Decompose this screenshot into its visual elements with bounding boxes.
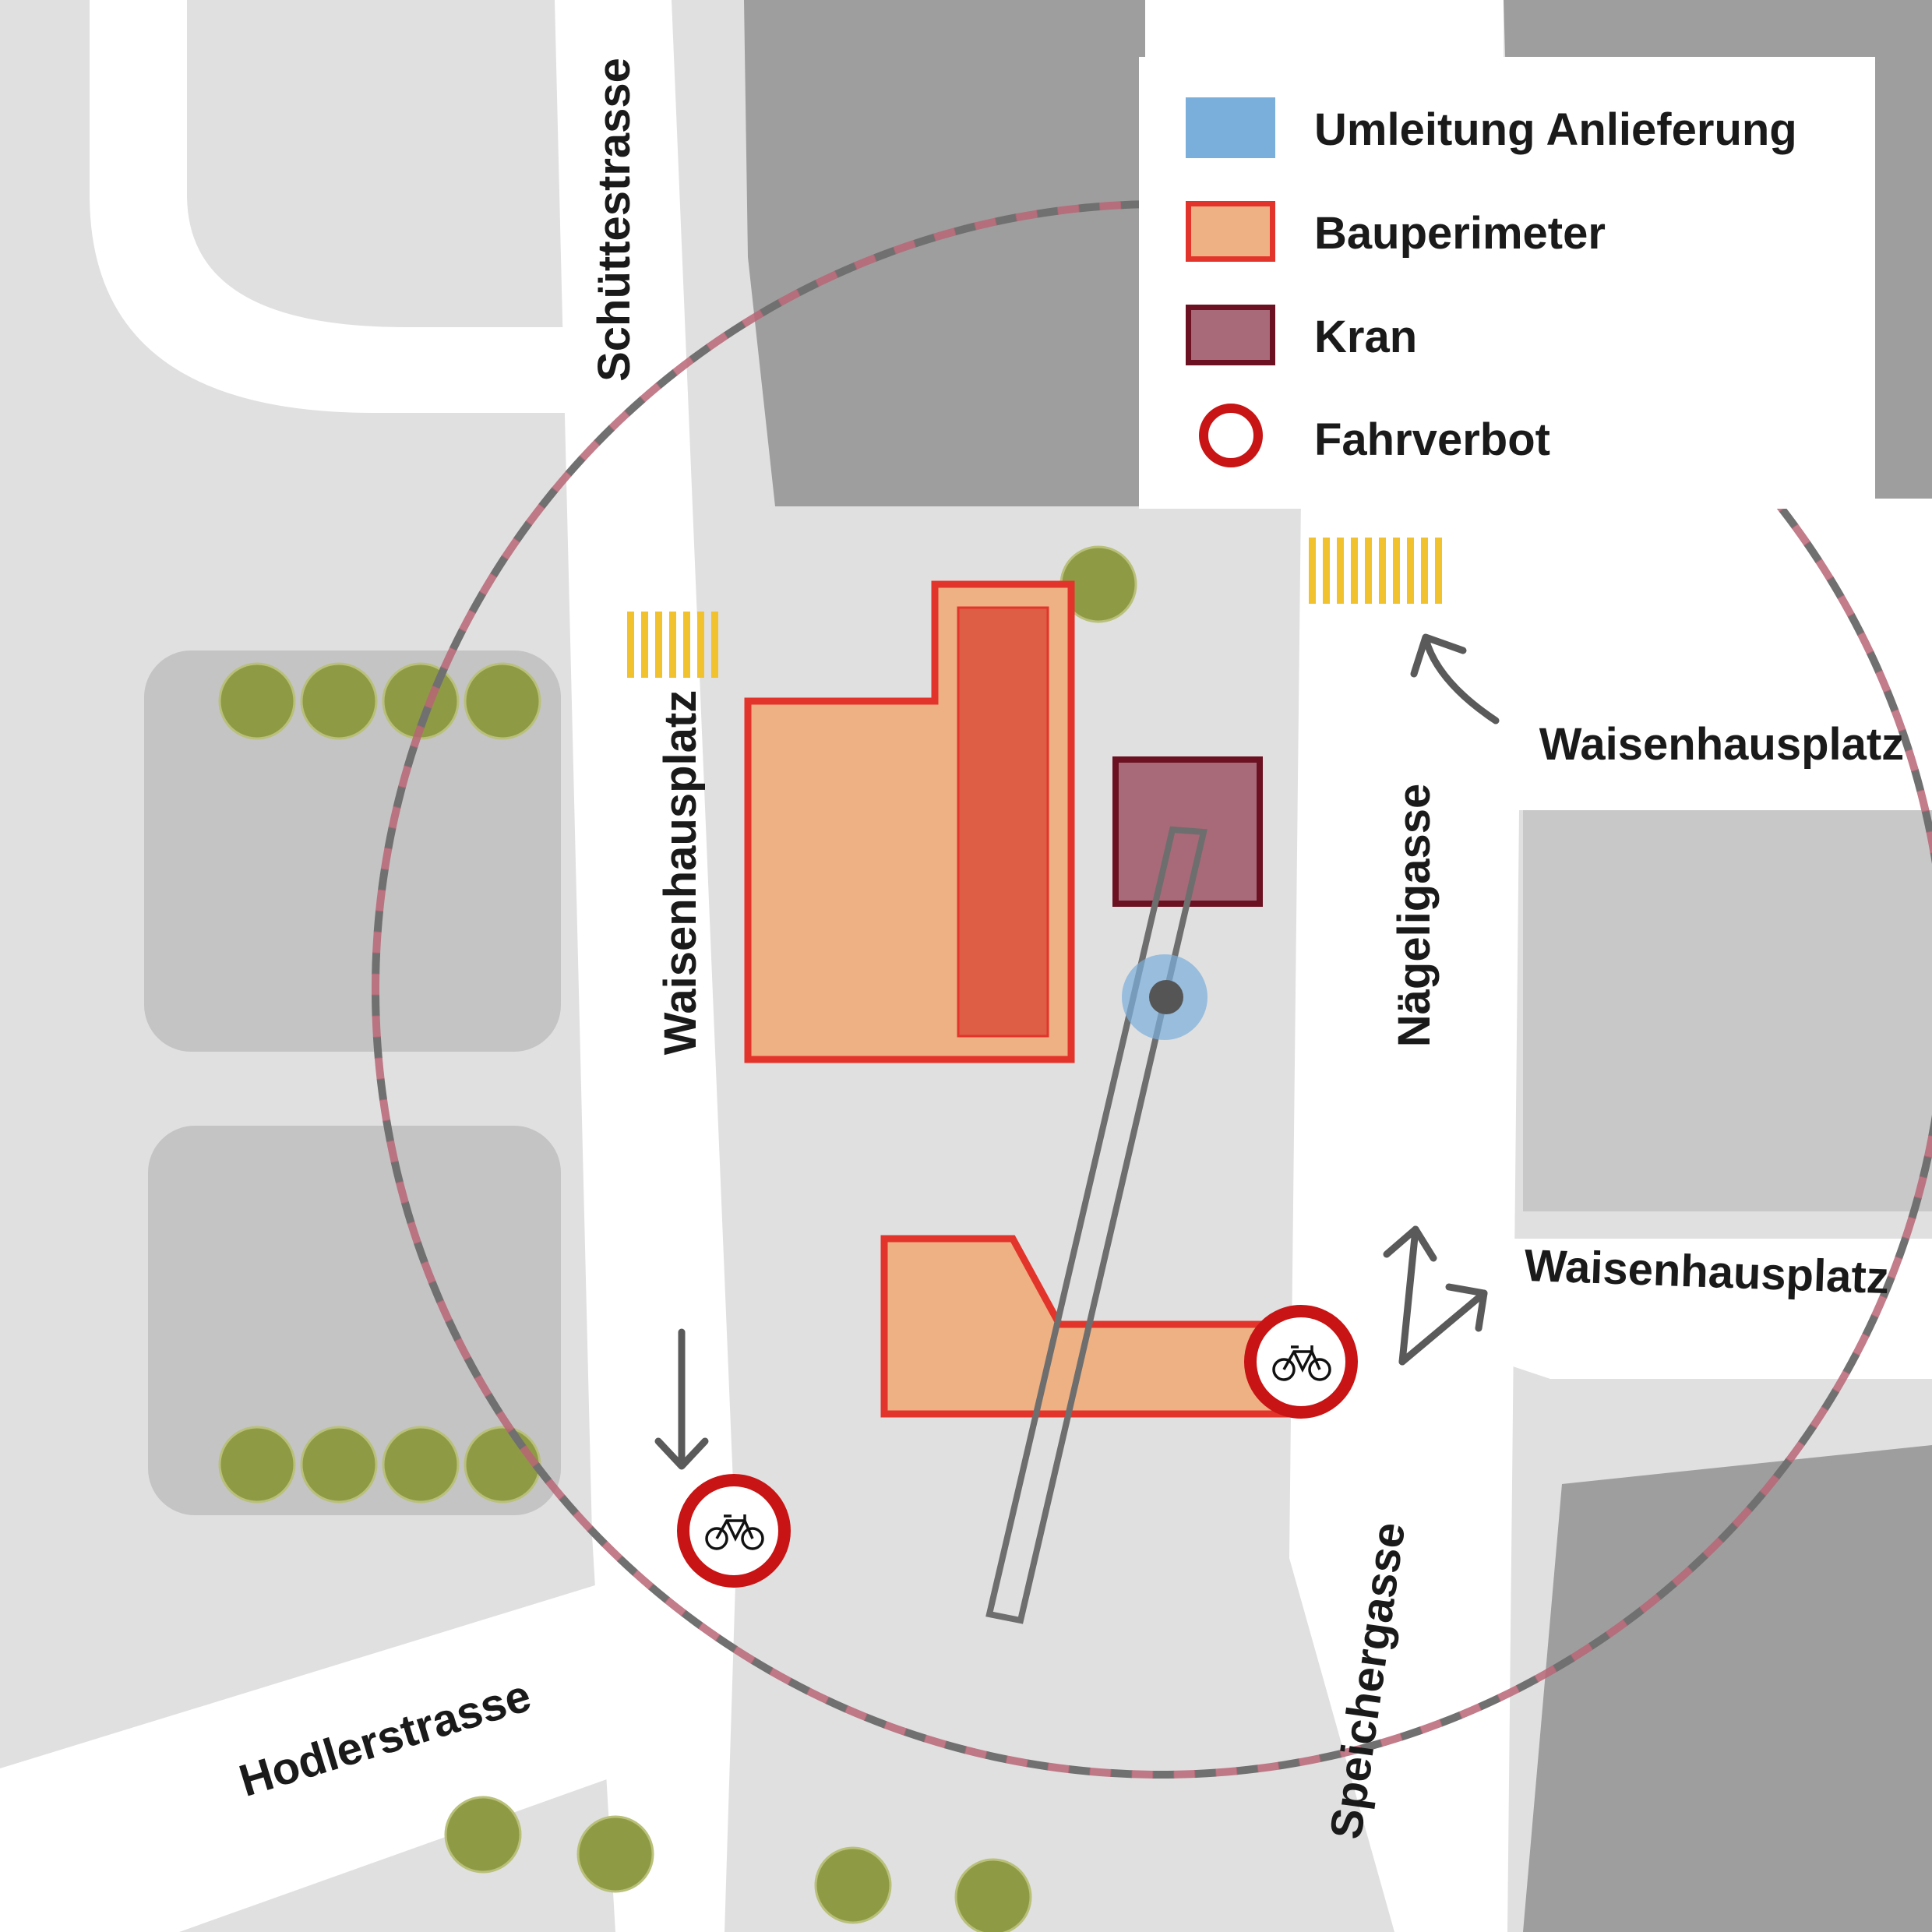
- building-block-southeast: [1523, 1445, 1932, 1932]
- construction-perimeter-north: [744, 580, 1075, 1063]
- direction-arrow-icon: [654, 1328, 709, 1470]
- legend-item-no-entry: Fahrverbot: [1139, 404, 1809, 485]
- tree-row-south: [444, 545, 1137, 1932]
- direction-arrow-icon: [1410, 633, 1500, 724]
- street-label-waisenhausplatz-west: Waisenhausplatz: [655, 690, 706, 1055]
- legend-item-crane: Kran: [1139, 305, 1809, 383]
- legend-label-perimeter: Bauperimeter: [1314, 208, 1606, 259]
- crane-jib: [985, 826, 1208, 1624]
- legend-item-perimeter: Bauperimeter: [1139, 201, 1809, 279]
- map-legend: Umleitung Anlieferung Bauperimeter Kran …: [1139, 57, 1875, 509]
- street-label-waisenhausplatz-northeast: Waisenhausplatz: [1539, 719, 1904, 770]
- legend-label-no-entry: Fahrverbot: [1314, 414, 1550, 465]
- crosswalk-east: [1309, 538, 1442, 604]
- no-cycling-sign-east: [1244, 1305, 1358, 1419]
- no-entry-icon: [1199, 404, 1263, 467]
- bicycle-icon: [705, 1514, 764, 1550]
- green-block-lower: [148, 1126, 561, 1515]
- crosswalk-west: [627, 612, 718, 678]
- detour-swatch: [1186, 97, 1275, 158]
- bicycle-icon: [1272, 1345, 1331, 1381]
- legend-label-detour: Umleitung Anlieferung: [1314, 104, 1797, 155]
- no-cycling-sign-west: [677, 1474, 791, 1588]
- building-block-north: [744, 0, 1149, 506]
- crane-pivot: [1149, 980, 1183, 1014]
- street-label-naegeligasse: Nägeligasse: [1389, 784, 1440, 1048]
- crane-swatch: [1186, 305, 1275, 365]
- direction-arrow-icon: [1383, 1225, 1488, 1366]
- green-block-upper: [144, 650, 561, 1052]
- legend-label-crane: Kran: [1314, 312, 1418, 362]
- perimeter-swatch: [1186, 201, 1275, 262]
- courtyard-block-east: [1523, 806, 1932, 1211]
- legend-item-detour: Umleitung Anlieferung: [1139, 97, 1809, 175]
- tree-row-lower: [218, 1426, 541, 1504]
- street-label-schuettestrasse: Schüttestrasse: [589, 58, 640, 382]
